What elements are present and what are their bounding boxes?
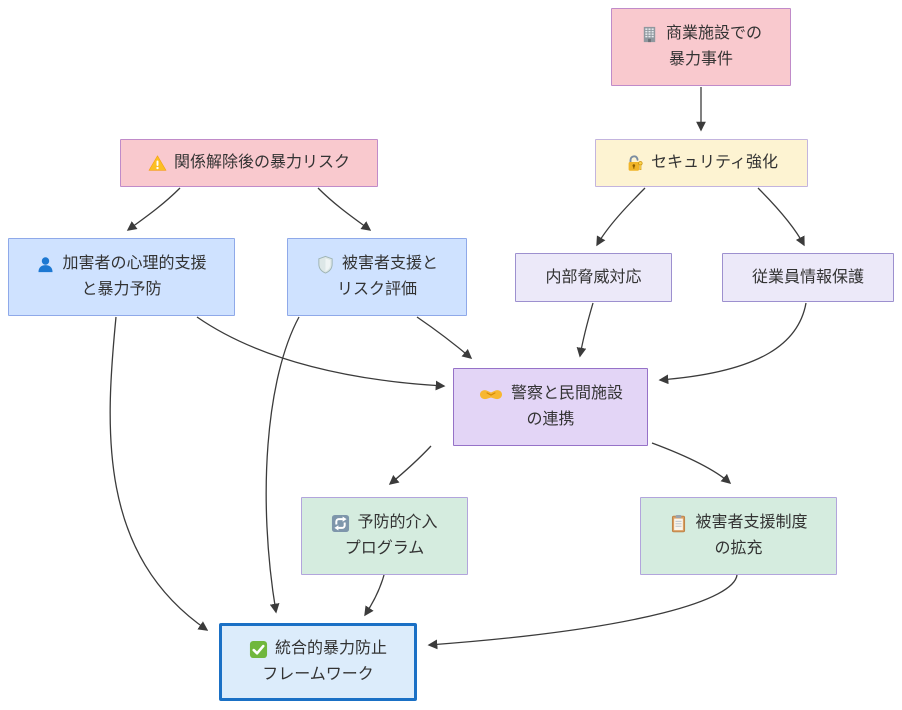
edge-perpetrator-framework (109, 316, 209, 631)
edge-security-employee (757, 187, 805, 247)
building-icon (640, 25, 659, 44)
node-label-line: 従業員情報保護 (751, 268, 864, 286)
node-label-line: セキュリティ強化 (650, 154, 779, 171)
node-preventive-intervention: 予防的介入 プログラム (301, 497, 468, 575)
node-label-line: 被害者支援と (341, 255, 438, 272)
handshake-icon (478, 386, 504, 403)
node-label-line: 関係解除後の暴力リスク (173, 154, 350, 171)
node-police-private-cooperation: 警察と民間施設 の連携 (453, 368, 648, 446)
edge-risk-victim-support (317, 187, 372, 231)
node-label-line: 予防的介入 (357, 514, 438, 531)
node-label-line: 警察と民間施設 (510, 385, 623, 402)
edge-prevention-framework (364, 574, 385, 617)
node-label-line: 内部脅威対応 (545, 268, 642, 286)
node-commercial-incident: 商業施設での 暴力事件 (611, 8, 791, 86)
edge-security-insider (596, 187, 646, 247)
edge-victim-system-framework (427, 574, 738, 650)
lock-icon (625, 154, 644, 173)
node-label-line: 商業施設での (665, 25, 762, 42)
node-label-line: リスク評価 (336, 281, 417, 298)
node-label-line: の拡充 (714, 540, 763, 557)
node-security-enhancement: セキュリティ強化 (595, 139, 808, 187)
edge-victim-support-framework (265, 316, 300, 614)
node-victim-support-system-expansion: 被害者支援制度 の拡充 (640, 497, 837, 575)
node-post-separation-risk: 関係解除後の暴力リスク (120, 139, 378, 187)
clipboard-icon (669, 514, 688, 533)
node-integrated-framework: 統合的暴力防止 フレームワーク (219, 623, 417, 701)
shield-icon (316, 255, 335, 274)
node-label-line: 統合的暴力防止 (274, 640, 387, 657)
node-label-line: 被害者支援制度 (695, 514, 808, 531)
person-icon (36, 255, 55, 274)
check-icon (249, 640, 268, 659)
warning-icon (148, 154, 167, 173)
cycle-icon (331, 514, 350, 533)
edge-police-victim-system (651, 442, 732, 484)
edge-perpetrator-police (196, 316, 446, 391)
node-label-line: 加害者の心理的支援 (62, 255, 207, 272)
edge-police-prevention (388, 445, 432, 485)
node-label-line: 暴力事件 (668, 51, 733, 68)
node-label-line: プログラム (344, 540, 425, 557)
node-employee-info-protection: 従業員情報保護 (722, 253, 894, 302)
node-victim-support-risk-assessment: 被害者支援と リスク評価 (287, 238, 467, 316)
node-perpetrator-support: 加害者の心理的支援 と暴力予防 (8, 238, 235, 316)
edge-employee-police (658, 302, 807, 385)
edge-risk-perpetrator (126, 187, 181, 231)
edge-insider-police (576, 302, 594, 358)
node-label-line: の連携 (526, 411, 575, 428)
node-label-line: と暴力予防 (81, 281, 162, 298)
node-label-line: フレームワーク (262, 666, 374, 683)
edge-victim-support-police (416, 316, 473, 359)
node-insider-threat: 内部脅威対応 (515, 253, 672, 302)
